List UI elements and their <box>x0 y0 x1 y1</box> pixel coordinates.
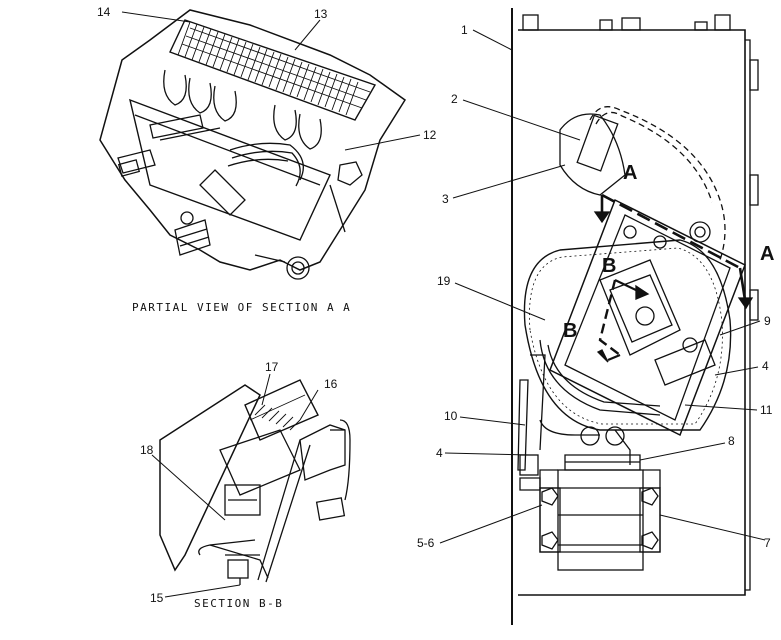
caption-partial-view: PARTIAL VIEW OF SECTION A A <box>132 301 352 314</box>
callout-13: 13 <box>314 7 328 21</box>
cooling-fins <box>177 21 371 116</box>
leader-lines <box>121 11 766 598</box>
callout-10: 10 <box>444 409 458 423</box>
callout-17: 17 <box>265 360 279 374</box>
callout-5-6: 5-6 <box>417 536 435 550</box>
bolt-heads <box>541 487 659 550</box>
main-panel-view <box>511 8 759 625</box>
section-marker-a-left: A <box>623 162 638 184</box>
callout-2: 2 <box>451 92 458 106</box>
callout-19: 19 <box>437 274 451 288</box>
callout-3: 3 <box>442 192 449 206</box>
partial-view-section-aa <box>99 9 407 280</box>
caption-section-bb: SECTION B-B <box>194 597 284 610</box>
callout-4-lower: 4 <box>436 446 443 460</box>
callout-18: 18 <box>140 443 154 457</box>
callout-8: 8 <box>728 434 735 448</box>
callout-15: 15 <box>150 591 164 605</box>
coil-windings <box>249 394 306 431</box>
callout-12: 12 <box>423 128 437 142</box>
callout-16: 16 <box>324 377 338 391</box>
callout-9: 9 <box>764 314 771 328</box>
section-marker-b-upper: B <box>602 255 617 277</box>
section-bb <box>159 379 351 585</box>
callout-14: 14 <box>97 5 111 19</box>
callout-11: 11 <box>760 403 773 417</box>
callout-4-upper: 4 <box>762 359 769 373</box>
section-marker-a-right: A <box>760 243 775 265</box>
section-marker-b-lower: B <box>563 320 578 342</box>
callout-7: 7 <box>764 536 771 550</box>
callout-1: 1 <box>461 23 468 37</box>
